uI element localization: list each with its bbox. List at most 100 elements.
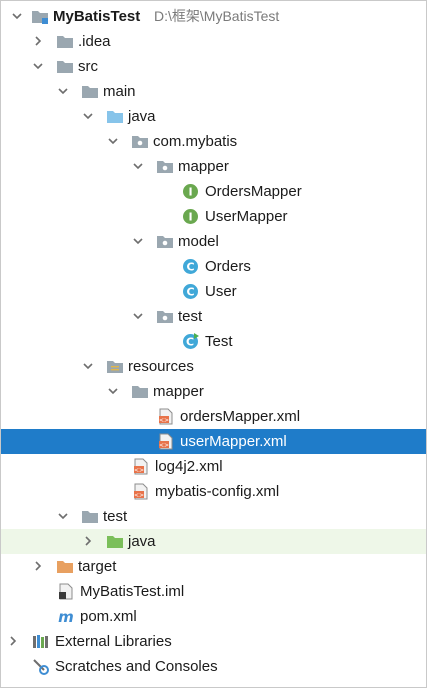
xml-file-icon: <> — [157, 433, 175, 450]
chevron-down-icon[interactable] — [133, 236, 143, 246]
tree-item-package-mapper[interactable]: mapper — [1, 154, 426, 179]
tree-item-iml[interactable]: MyBatisTest.iml — [1, 579, 426, 604]
tree-item-label: UserMapper — [205, 208, 288, 225]
chevron-down-icon[interactable] — [108, 136, 118, 146]
interface-icon: I — [182, 208, 200, 225]
tree-item-idea[interactable]: .idea — [1, 29, 426, 54]
tree-item-label: MyBatisTest.iml — [80, 583, 185, 600]
tree-item-target[interactable]: target — [1, 554, 426, 579]
tree-item-test-root[interactable]: test — [1, 504, 426, 529]
tree-item-label: target — [78, 558, 117, 575]
tree-item-label: mapper — [178, 158, 229, 175]
tree-item-external-libraries[interactable]: External Libraries — [1, 629, 426, 654]
tree-item-pom[interactable]: m pom.xml — [1, 604, 426, 629]
folder-icon — [81, 83, 99, 100]
chevron-down-icon[interactable] — [83, 111, 93, 121]
chevron-down-icon[interactable] — [83, 361, 93, 371]
folder-icon — [56, 33, 74, 50]
chevron-down-icon[interactable] — [33, 61, 43, 71]
chevron-down-icon[interactable] — [133, 161, 143, 171]
chevron-right-icon[interactable] — [33, 561, 43, 571]
tree-item-resources-mapper[interactable]: mapper — [1, 379, 426, 404]
runnable-class-icon: C — [182, 333, 200, 350]
tree-item-label: Orders — [205, 258, 251, 275]
tree-item-main[interactable]: main — [1, 79, 426, 104]
tree-item-label: userMapper.xml — [180, 433, 287, 450]
chevron-right-icon[interactable] — [83, 536, 93, 546]
chevron-down-icon[interactable] — [58, 86, 68, 96]
tree-item-label: External Libraries — [55, 633, 172, 650]
tree-item-package-com-mybatis[interactable]: com.mybatis — [1, 129, 426, 154]
folder-icon — [131, 383, 149, 400]
resources-folder-icon — [106, 358, 124, 375]
package-icon — [131, 133, 149, 150]
maven-icon: m — [57, 608, 75, 625]
svg-text:<>: <> — [159, 442, 169, 449]
svg-text:<>: <> — [159, 417, 169, 424]
tree-item-package-test[interactable]: test — [1, 304, 426, 329]
tree-item-label: model — [178, 233, 219, 250]
chevron-down-icon[interactable] — [12, 11, 22, 21]
tree-item-label: src — [78, 58, 98, 75]
svg-text:I: I — [188, 211, 192, 224]
tree-item-label: java — [128, 108, 156, 125]
tree-item-label: pom.xml — [80, 608, 137, 625]
tree-item-user-mapper[interactable]: I UserMapper — [1, 204, 426, 229]
tree-item-log4j2-xml[interactable]: <> log4j2.xml — [1, 454, 426, 479]
tree-item-project[interactable]: MyBatisTest D:\框架\MyBatisTest — [1, 4, 426, 29]
excluded-folder-icon — [56, 558, 74, 575]
chevron-down-icon[interactable] — [58, 511, 68, 521]
chevron-right-icon[interactable] — [33, 36, 43, 46]
folder-icon — [81, 508, 99, 525]
folder-icon — [56, 58, 74, 75]
svg-text:m: m — [58, 608, 74, 625]
tree-item-scratches[interactable]: Scratches and Consoles — [1, 654, 426, 679]
tree-item-orders-mapper[interactable]: I OrdersMapper — [1, 179, 426, 204]
chevron-down-icon[interactable] — [108, 386, 118, 396]
tree-item-label: main — [103, 83, 136, 100]
tree-item-label: User — [205, 283, 237, 300]
tree-item-label: com.mybatis — [153, 133, 238, 150]
tree-item-label: log4j2.xml — [155, 458, 223, 475]
test-folder-icon — [106, 533, 124, 550]
tree-item-java[interactable]: java — [1, 104, 426, 129]
module-file-icon — [57, 583, 75, 600]
tree-item-label: java — [128, 533, 156, 550]
package-icon — [156, 158, 174, 175]
interface-icon: I — [182, 183, 200, 200]
module-folder-icon — [31, 8, 49, 25]
svg-text:C: C — [186, 286, 194, 299]
tree-item-src[interactable]: src — [1, 54, 426, 79]
tree-item-label: Scratches and Consoles — [55, 658, 218, 675]
scratches-icon — [32, 658, 50, 675]
chevron-right-icon[interactable] — [8, 636, 18, 646]
svg-text:C: C — [186, 336, 194, 349]
tree-item-package-model[interactable]: model — [1, 229, 426, 254]
project-path: D:\框架\MyBatisTest — [154, 8, 280, 24]
package-icon — [156, 308, 174, 325]
tree-item-resources[interactable]: resources — [1, 354, 426, 379]
tree-item-label: test — [103, 508, 128, 525]
tree-item-test-class[interactable]: C Test — [1, 329, 426, 354]
tree-item-orders-mapper-xml[interactable]: <> ordersMapper.xml — [1, 404, 426, 429]
xml-file-icon: <> — [132, 458, 150, 475]
class-icon: C — [182, 258, 200, 275]
project-name: MyBatisTest — [53, 8, 141, 25]
tree-item-user-mapper-xml[interactable]: <> userMapper.xml — [1, 429, 426, 454]
tree-item-label: mapper — [153, 383, 204, 400]
tree-item-mybatis-config-xml[interactable]: <> mybatis-config.xml — [1, 479, 426, 504]
svg-text:C: C — [186, 261, 194, 274]
tree-item-test-java[interactable]: java — [1, 529, 426, 554]
tree-item-label: ordersMapper.xml — [180, 408, 301, 425]
tree-item-label: resources — [128, 358, 194, 375]
class-icon: C — [182, 283, 200, 300]
tree-item-user-class[interactable]: C User — [1, 279, 426, 304]
chevron-down-icon[interactable] — [133, 311, 143, 321]
source-folder-icon — [106, 108, 124, 125]
tree-item-label: OrdersMapper — [205, 183, 302, 200]
tree-item-label: Test — [205, 333, 233, 350]
tree-item-orders-class[interactable]: C Orders — [1, 254, 426, 279]
tree-item-label: mybatis-config.xml — [155, 483, 280, 500]
tree-item-label: .idea — [78, 33, 111, 50]
